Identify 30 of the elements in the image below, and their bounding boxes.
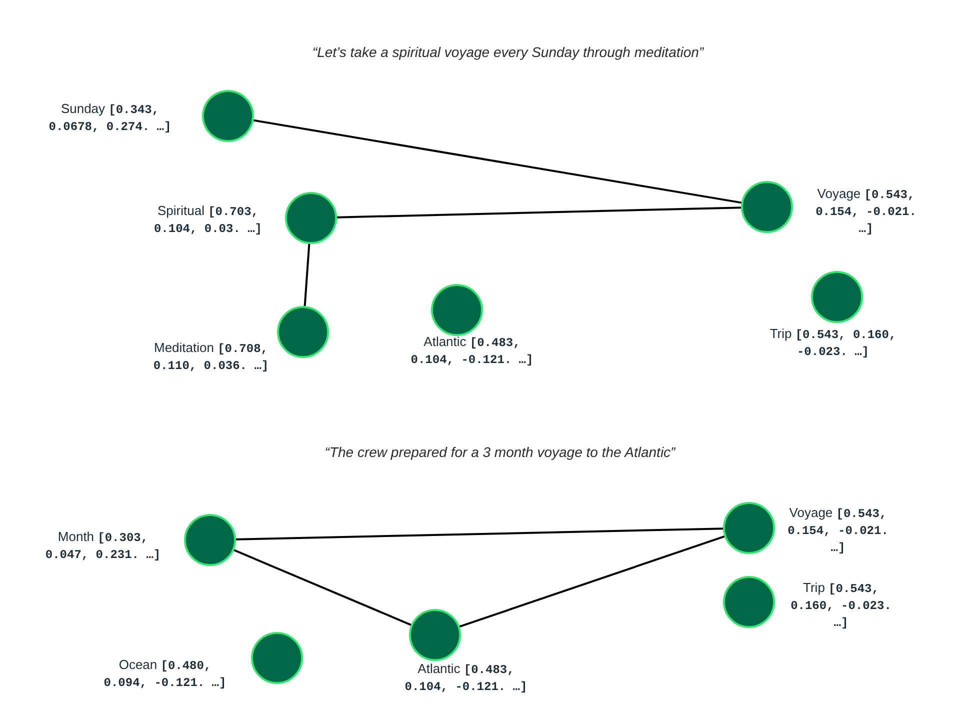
word-vector-label: Spiritual [0.703, 0.104, 0.03. …] — [152, 203, 264, 237]
connector-line — [234, 549, 412, 626]
word-vector-label: Voyage [0.543, 0.154, -0.021. …] — [786, 505, 890, 556]
word-vector-label: Ocean [0.480, 0.094, -0.121. …] — [102, 657, 228, 691]
node-circle — [285, 192, 337, 244]
node-circle — [431, 284, 483, 336]
word-vector-label: Meditation [0.708, 0.110, 0.036. …] — [152, 340, 270, 374]
connector-line — [304, 244, 310, 306]
example-sentence: “The crew prepared for a 3 month voyage to the Atlantic” — [324, 444, 676, 460]
node-circle — [723, 502, 775, 554]
word-vector-label: Atlantic [0.483, 0.104, -0.121. …] — [410, 334, 534, 368]
connector-line — [336, 206, 742, 218]
example-sentence: “Let’s take a spiritual voyage every Sunday through meditation” — [312, 44, 704, 60]
node-circle — [184, 514, 236, 566]
node-circle — [277, 306, 329, 358]
word-vector-label: Voyage [0.543, 0.154, -0.021. …] — [814, 186, 918, 237]
word-vector-label: Trip [0.543, 0.160, -0.023. …] — [790, 580, 892, 631]
node-circle — [409, 609, 461, 661]
node-circle — [251, 632, 303, 684]
node-circle — [811, 271, 863, 323]
word-vector-label: Atlantic [0.483, 0.104, -0.121. …] — [404, 661, 528, 695]
connector-line — [253, 119, 742, 204]
connector-line — [459, 535, 725, 628]
node-circle — [741, 181, 793, 233]
word-vector-label: Trip [0.543, 0.160, -0.023. …] — [768, 326, 898, 360]
node-circle — [202, 90, 254, 142]
word-vector-label: Month [0.303, 0.047, 0.231. …] — [44, 529, 162, 563]
node-circle — [723, 576, 775, 628]
connector-line — [236, 528, 724, 540]
word-vector-label: Sunday [0.343, 0.0678, 0.274. …] — [48, 101, 172, 135]
